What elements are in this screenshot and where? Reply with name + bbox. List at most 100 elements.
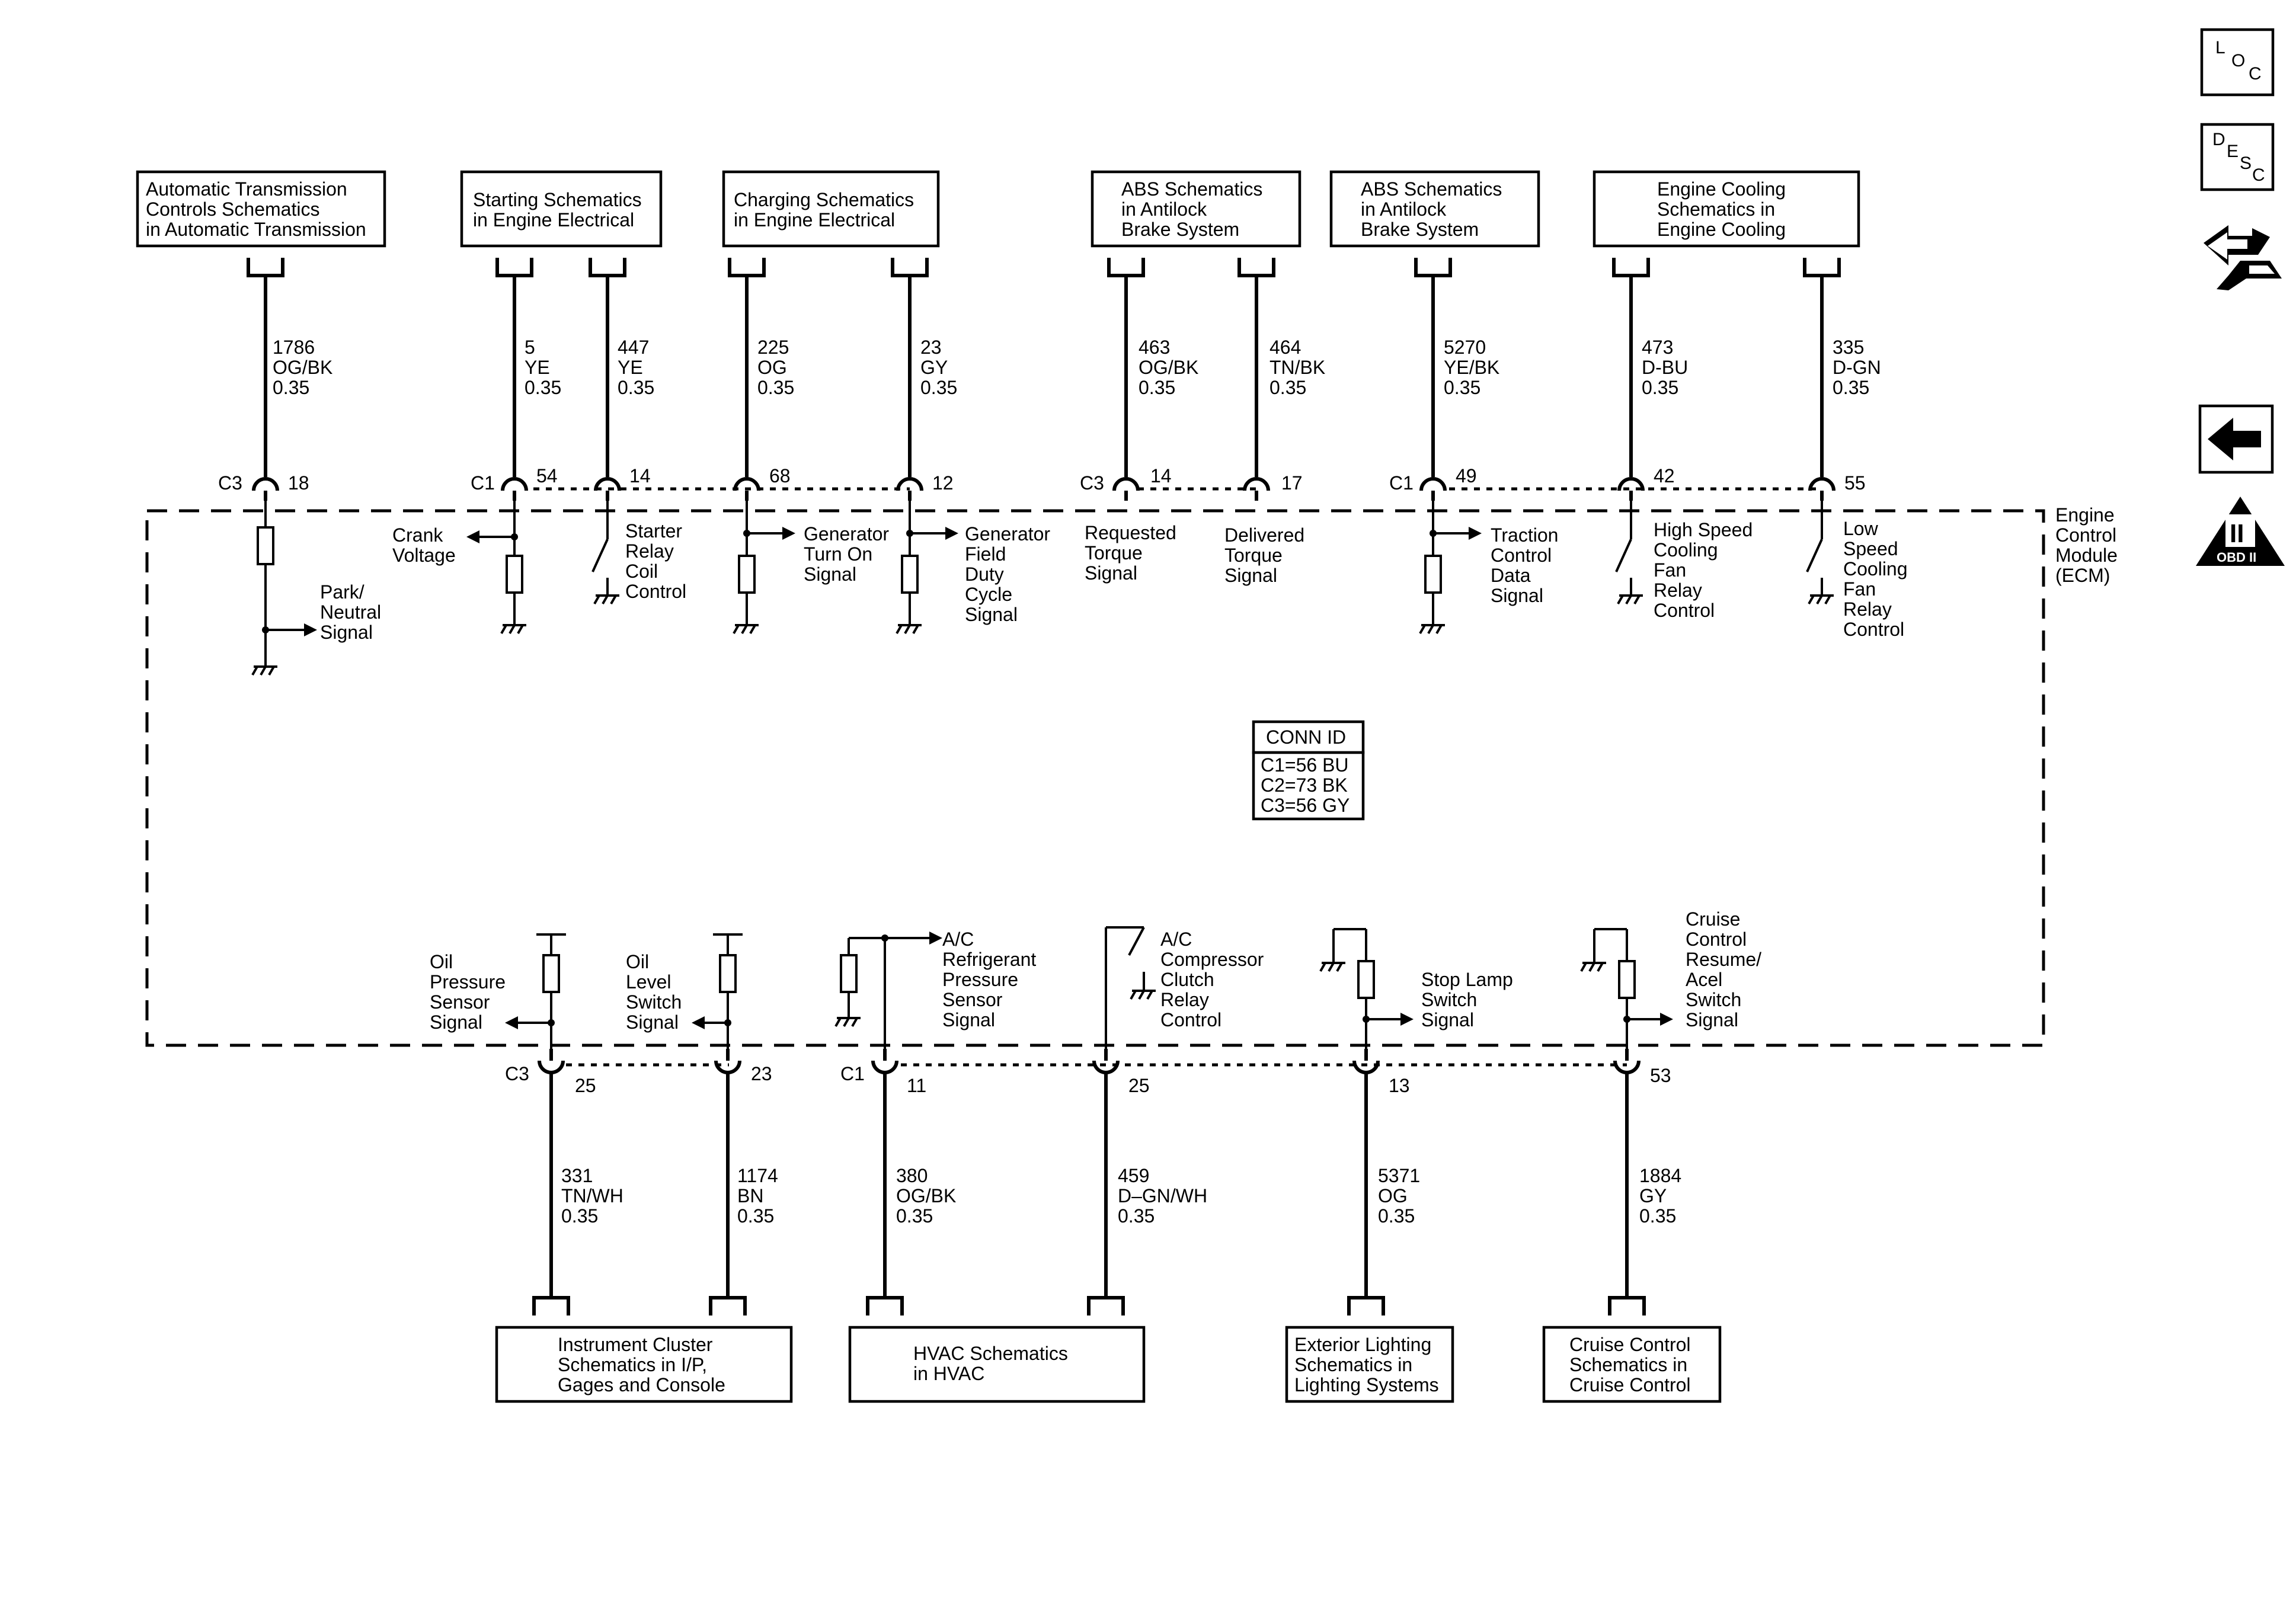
wire-color: D-BU [1642, 357, 1688, 378]
ground-hatch [1824, 595, 1831, 604]
starter-relay-label: Starter Relay Coil Control [625, 520, 686, 602]
circuit-number: 225 [757, 337, 789, 358]
circuit-number: 464 [1269, 337, 1301, 358]
icon-letter: E [2227, 142, 2239, 161]
box-line: Schematics in I/P, [558, 1354, 707, 1375]
charging-schematic-box[interactable]: Charging Schematics in Engine Electrical [722, 170, 940, 248]
bottom-wire-1174 [709, 1049, 747, 1315]
wire-label-23: 23 GY 0.35 [920, 337, 957, 398]
description-icon[interactable]: D E S C [2200, 123, 2275, 191]
ground-icon [1580, 962, 1606, 972]
ac-pressure-label: A/C Refrigerant Pressure Sensor Signal [942, 929, 1036, 1030]
pin-label: 18 [288, 472, 309, 494]
abs-schematic-box-1[interactable]: ABS Schematics in Antilock Brake System [1091, 170, 1302, 248]
connector-id-box: CONN ID C1=56 BU C2=73 BK C3=56 GY [1252, 720, 1365, 821]
ground-hatch [741, 625, 748, 634]
box-line: Gages and Console [558, 1374, 725, 1395]
exterior-lighting-schematic-box[interactable]: Exterior Lighting Schematics in Lighting… [1285, 1326, 1454, 1403]
label-line: Switch [626, 991, 682, 1013]
connector-label: C1 [840, 1063, 865, 1084]
wire-gauge: 0.35 [1378, 1205, 1415, 1227]
top-wire-23 [891, 258, 929, 501]
label-line: Signal [1085, 562, 1137, 584]
label-line: Signal [965, 604, 1018, 625]
atc-schematic-box[interactable]: Automatic Transmission Controls Schemati… [136, 170, 386, 248]
box-line: Lighting Systems [1294, 1374, 1439, 1395]
traction-control-label: Traction Control Data Signal [1491, 524, 1558, 606]
nav-toolbar: L O C D E S C II OBD II [2196, 28, 2285, 566]
label-line: Cooling [1654, 539, 1718, 561]
wire-gauge: 0.35 [1269, 377, 1306, 398]
generator-turn-on-label: Generator Turn On Signal [804, 523, 889, 585]
obd-ii-icon[interactable]: II OBD II [2196, 497, 2285, 566]
ground-icon [1130, 990, 1156, 1000]
connector-pin [1352, 1060, 1380, 1074]
cruise-switch-circuit [1593, 928, 1673, 1049]
wire-terminal [728, 258, 766, 277]
wire-label-225: 225 OG 0.35 [757, 337, 794, 398]
ground-hatch [268, 666, 275, 676]
ground-hatch [1138, 990, 1145, 1000]
icon-letter: D [2212, 130, 2225, 149]
label-line: Low [1843, 518, 1879, 539]
abs-schematic-box-2[interactable]: ABS Schematics in Antilock Brake System [1329, 170, 1540, 248]
obd-numeral: II [2230, 519, 2244, 548]
top-wire-464 [1237, 258, 1275, 501]
label-line: Control [2055, 524, 2116, 546]
cruise-control-schematic-box[interactable]: Cruise Control Schematics in Cruise Cont… [1542, 1326, 1722, 1403]
label-line: Signal [430, 1012, 482, 1033]
connector-label: C1 [1389, 472, 1414, 494]
box-line: Instrument Cluster [558, 1334, 713, 1355]
wire-gauge: 0.35 [737, 1205, 774, 1227]
box-line: Schematics in [1569, 1354, 1687, 1375]
circuit-number: 380 [896, 1165, 928, 1186]
connector-pin [252, 477, 279, 491]
bottom-wire-459 [1087, 1049, 1125, 1315]
top-reference-boxes: Automatic Transmission Controls Schemati… [136, 170, 1860, 248]
label-line: Data [1491, 565, 1531, 586]
box-line: Charging Schematics [734, 189, 914, 210]
ground-hatch [904, 625, 911, 634]
connector-end-view-icon[interactable] [2204, 225, 2282, 290]
wire-color: TN/BK [1269, 357, 1325, 378]
stop-lamp-label: Stop Lamp Switch Signal [1421, 969, 1513, 1030]
wire-color: D–GN/WH [1118, 1185, 1207, 1206]
label-line: Level [626, 971, 671, 993]
bottom-wire-331 [532, 1049, 570, 1315]
wire-terminal [589, 258, 626, 277]
back-arrow-icon[interactable] [2198, 404, 2274, 474]
wire-label-1884: 1884 GY 0.35 [1639, 1165, 1681, 1227]
bottom-reference-boxes: Instrument Cluster Schematics in I/P, Ga… [495, 1326, 1722, 1403]
wire-terminal [247, 258, 284, 277]
ground-hatch [834, 1017, 842, 1027]
location-icon[interactable]: L O C [2200, 28, 2275, 97]
instrument-cluster-schematic-box[interactable]: Instrument Cluster Schematics in I/P, Ga… [495, 1326, 793, 1403]
circuit-number: 335 [1833, 337, 1864, 358]
starting-schematic-box[interactable]: Starting Schematics in Engine Electrical [460, 170, 663, 248]
ground-hatch [500, 625, 507, 634]
ground-hatch [251, 666, 258, 676]
circuit-number: 5 [525, 337, 535, 358]
box-line: Brake System [1121, 219, 1239, 240]
ecm-module-label: Engine Control Module (ECM) [2055, 504, 2118, 586]
top-wires [247, 258, 1841, 501]
label-line: Crank [392, 524, 443, 546]
cruise-switch-label: Cruise Control Resume/ Acel Switch Signa… [1686, 908, 1761, 1030]
connector-pin [1808, 477, 1835, 491]
connector-pin [1243, 477, 1270, 491]
label-line: Signal [1491, 585, 1543, 606]
circuit-number: 447 [618, 337, 649, 358]
icon-letter: L [2215, 38, 2225, 57]
top-wire-5 [495, 258, 533, 501]
engine-cooling-schematic-box[interactable]: Engine Cooling Schematics in Engine Cool… [1593, 170, 1860, 248]
label-line: Relay [625, 540, 674, 562]
wire-terminal [1107, 258, 1145, 277]
label-line: Oil [430, 951, 453, 972]
wire-gauge: 0.35 [525, 377, 561, 398]
wire-terminal [1612, 258, 1650, 277]
label-line: Sensor [430, 991, 490, 1013]
hvac-schematic-box[interactable]: HVAC Schematics in HVAC [848, 1326, 1146, 1403]
label-line: Cruise [1686, 908, 1740, 930]
signal-labels-bottom: Oil Pressure Sensor Signal Oil Level Swi… [430, 908, 1761, 1033]
label-line: Switch [1686, 989, 1741, 1010]
